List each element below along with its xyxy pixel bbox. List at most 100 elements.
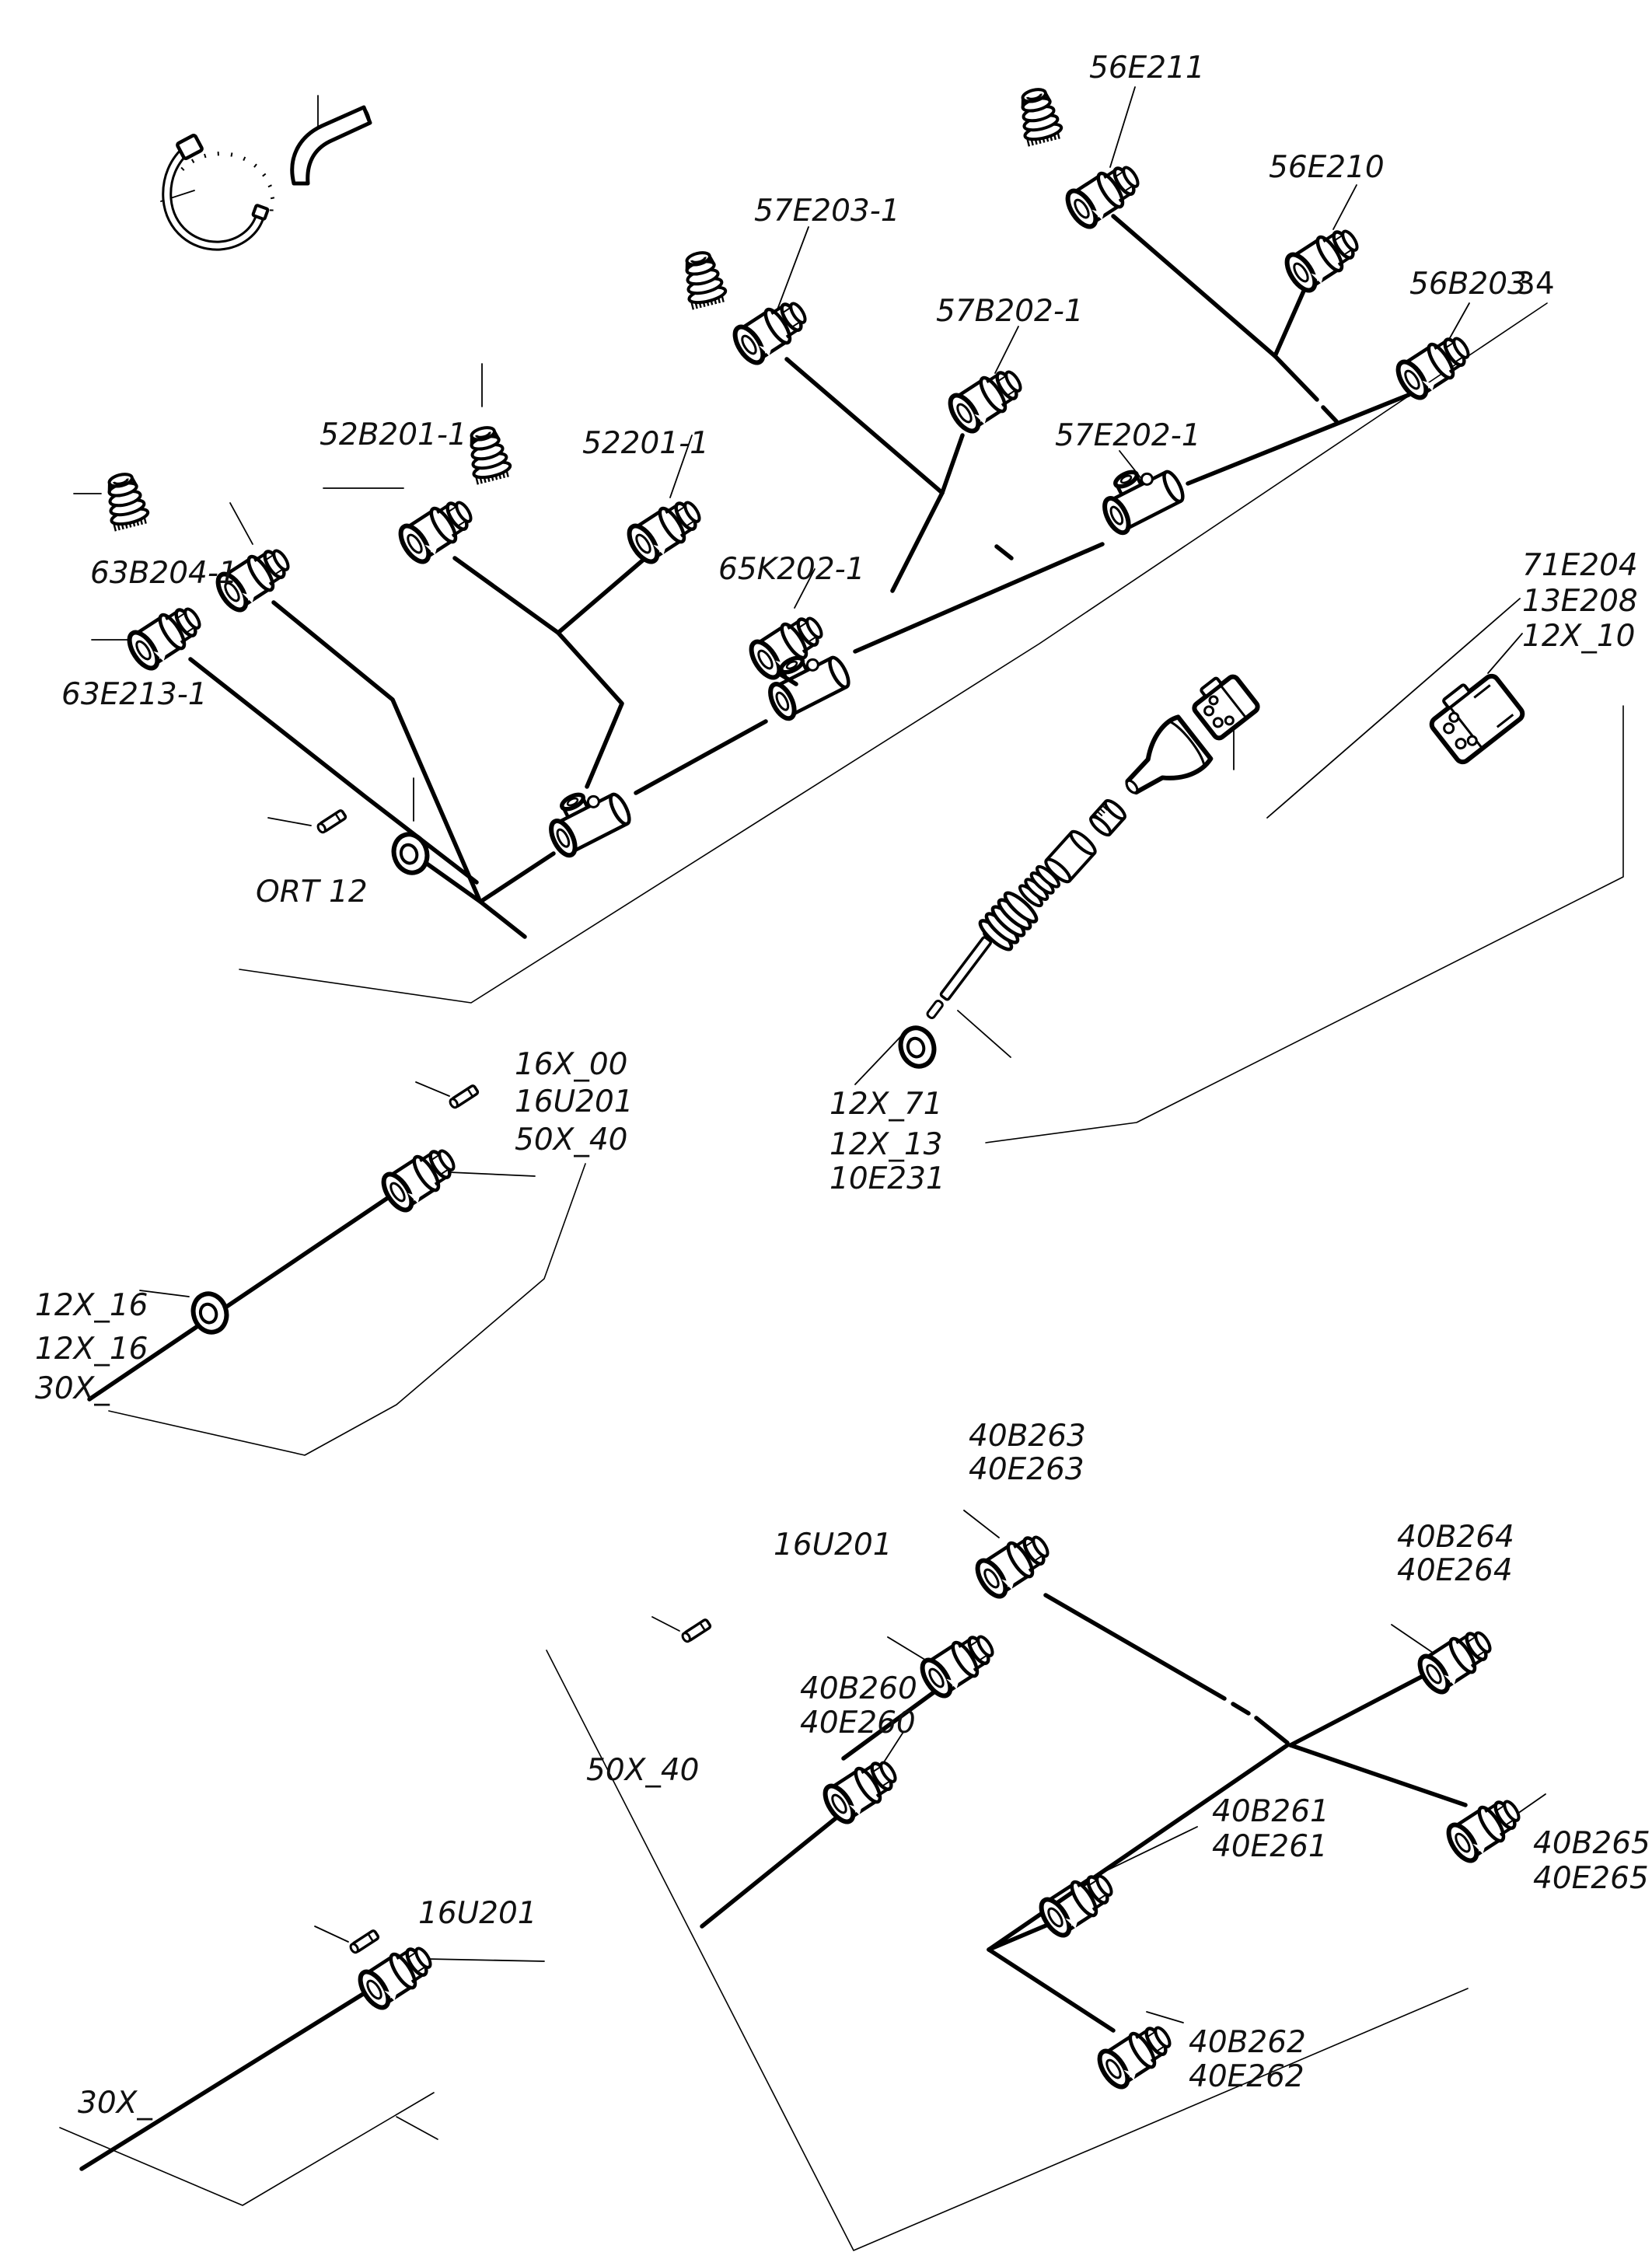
fitting-40B264 [1417,1631,1492,1695]
fitting-56E210 [1284,229,1359,293]
label-50X_40-b: 50X_40 [586,1753,699,1788]
label-40E264: 40E264 [1397,1553,1513,1588]
hose-mid-fitting [841,1686,941,1761]
label-16U201-c: 16U201 [418,1896,537,1931]
connector-plug [1192,674,1260,741]
hose-50X40-a [87,1187,403,1402]
tee-57E202-1 [1102,470,1185,536]
fitting-56E211 [1065,166,1140,229]
label-40E263: 40E263 [969,1452,1084,1487]
sleeve-cylinder [1044,829,1097,884]
label-40B264: 40B264 [1397,1520,1514,1555]
trunk-56-junction [1273,354,1319,402]
label-63E213-1: 63E213-1 [61,677,208,712]
cap-56E211 [1021,88,1063,147]
coupling-nut [1089,798,1126,837]
pin-16U201-bottom [349,1929,380,1954]
leader-12X16 [139,1290,190,1297]
label-12X_13: 12X_13 [829,1127,942,1162]
leader-50X40-fitting [449,1171,536,1177]
hose-56E210 [1273,287,1307,358]
leader-40B263 [963,1510,1000,1538]
leader-40B260 [880,1731,904,1768]
grommet-12X71 [898,1025,937,1069]
label-71E204: 71E204 [1522,548,1638,583]
fitting-40B261 [1039,1874,1113,1938]
hose-30X-bottom [79,1989,369,2171]
connector-receptacle [1429,673,1525,765]
leader-56B203 [1447,302,1470,343]
fitting-57B202-1 [948,370,1022,434]
label-56B203: 56B203 [1409,267,1527,302]
leader-57E203 [777,226,809,310]
bracket-bottom-mid [546,1650,1469,2251]
leader-40B261 [1103,1826,1198,1873]
trunk-bottom [987,1743,1290,1952]
label-50X_40-a: 50X_40 [515,1123,627,1157]
cap-57E203 [685,251,728,310]
fitting-40B262 [1097,2026,1172,2090]
hose-40B265 [1288,1743,1468,1807]
fitting-57E203-1 [732,302,807,365]
leader-16X00-pin [415,1081,450,1097]
label-40E265: 40E265 [1533,1861,1649,1896]
hose-40B260 [700,1813,842,1929]
label-40B260: 40B260 [800,1671,917,1706]
label-57E203-1: 57E203-1 [754,194,900,229]
label-40B262: 40B262 [1189,2025,1306,2060]
leader-probe [957,1010,1011,1058]
label-40E261: 40E261 [1212,1829,1328,1864]
label-57E202-1: 57E202-1 [1055,418,1201,453]
hose-52B201 [452,556,561,635]
seal-corrugated-small [1018,864,1061,908]
pin-ort12 [316,809,348,834]
label-12X_71: 12X_71 [829,1087,942,1122]
leader-30X-fitting [427,1958,545,1962]
bracket-bottom-left-fork [396,2116,438,2140]
leader-52201 [669,435,693,498]
cap-52B201 [470,426,512,485]
label-ORT-12: ORT 12 [256,875,368,910]
leader-receptacle [1487,633,1523,674]
label-10E231: 10E231 [829,1161,945,1196]
trunk-tee2-tee1 [634,719,768,795]
grommet-ort12 [391,832,430,875]
grommet-12X16 [190,1291,229,1335]
dash-1 [1321,405,1339,424]
tee-center [768,655,850,721]
sleeve-tube [290,105,372,186]
dash-3 [1231,1702,1251,1716]
hose-40B263 [1043,1593,1227,1701]
leader-16U201-mid [651,1616,680,1632]
leader-ort12-pin [267,817,312,826]
stub-washer [419,857,483,904]
label-16X_00: 16X_00 [515,1047,627,1082]
fitting-52B201-1 [398,501,473,564]
hose-57-join-trunk [890,491,945,593]
fitting-52201-1 [627,501,701,564]
leader-65K202 [794,568,816,609]
hose-63E213 [188,657,479,885]
trunk-tee3-tee2 [853,542,1105,654]
label-63B204-1: 63B204-1 [90,556,238,591]
label-40E262: 40E262 [1189,2059,1304,2094]
hose-63B204 [271,600,481,901]
pin-16U201-mid [681,1618,712,1643]
label-13E208: 13E208 [1522,584,1638,619]
label-56E211: 56E211 [1089,51,1205,86]
leader-56E210 [1332,184,1357,230]
leader-40B262 [1146,2011,1184,2023]
label-40B261: 40B261 [1212,1794,1329,1829]
label-12X_10: 12X_10 [1522,619,1635,654]
hose-57B202 [940,433,965,495]
fitting-40B260 [823,1761,897,1824]
hose-57E203 [784,357,945,495]
leader-63B204 [229,502,253,545]
leader-57B202 [994,326,1019,374]
label-16U201-a: 16U201 [515,1084,634,1119]
hose-40B263-resume [1254,1716,1290,1745]
hose-52201 [556,556,648,635]
bracket-16X-group [108,1163,586,1456]
fitting-56B203 [1395,337,1470,400]
